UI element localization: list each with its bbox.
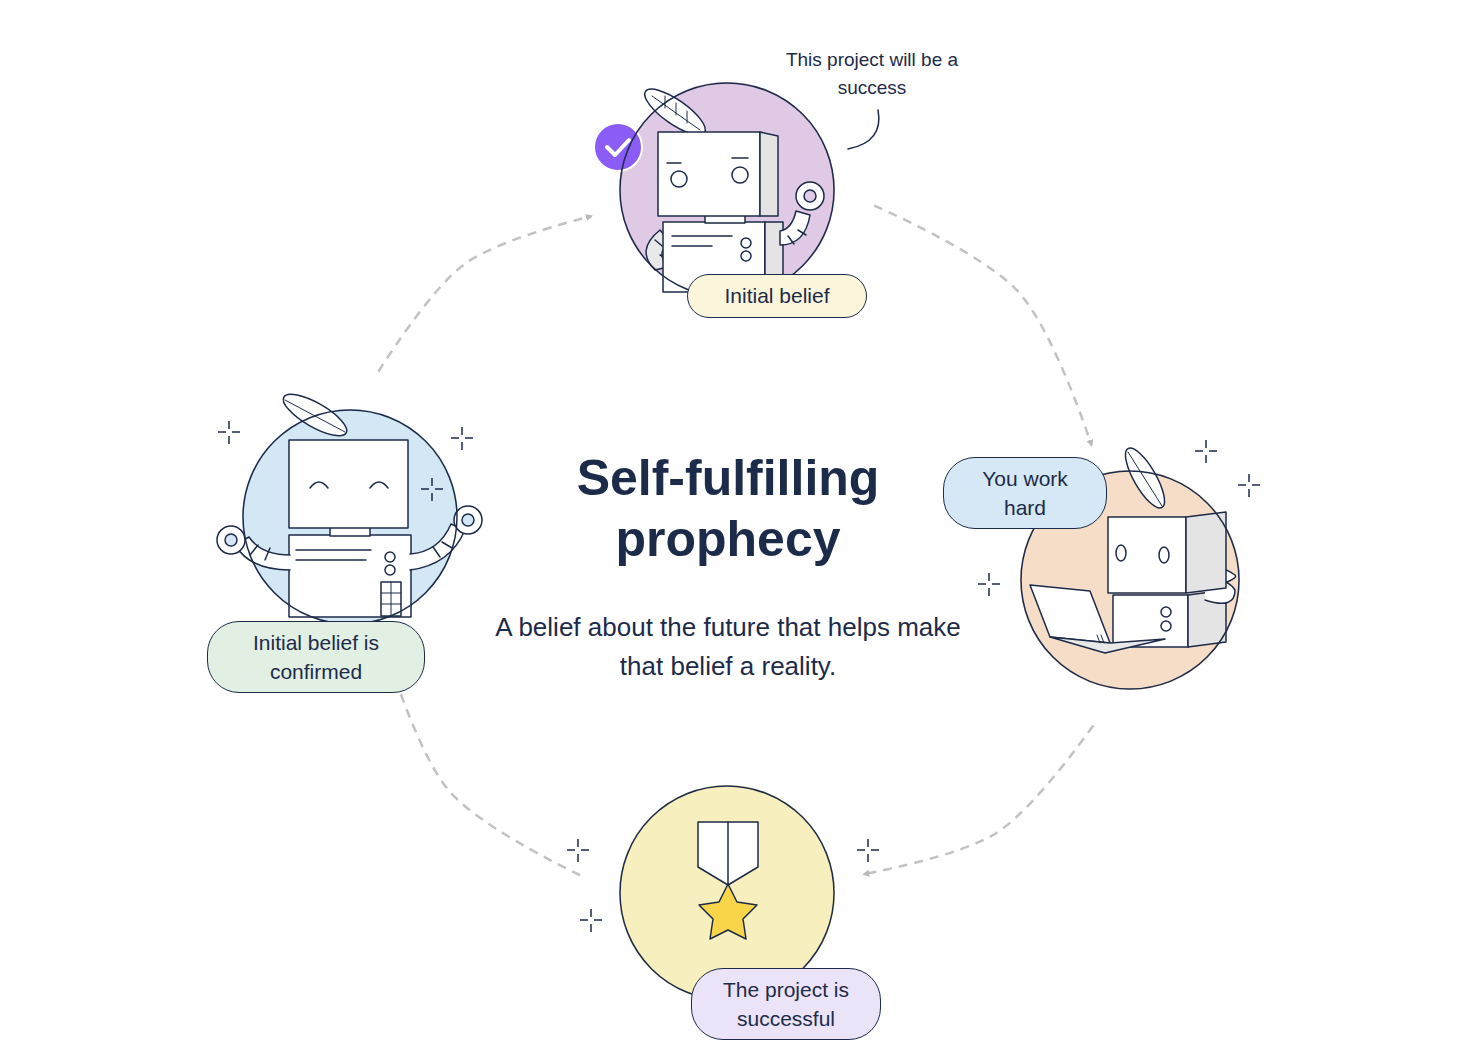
stage-label: The project is successful: [691, 968, 881, 1041]
stage-circle: The project is successful: [619, 785, 835, 1001]
stage-label: You work hard: [943, 457, 1107, 530]
speech-text: This project will be a success: [782, 46, 962, 101]
stage-circle: You work hard: [1020, 470, 1240, 690]
stage-label: Initial belief is confirmed: [207, 621, 425, 694]
stage-circle: Initial belief is confirmed: [242, 409, 458, 625]
circle-ground: [619, 82, 835, 298]
cycle-arrow: [378, 216, 591, 372]
stage-label: Initial belief: [687, 274, 867, 317]
circle-ground: [242, 409, 458, 625]
stage-text: Initial belief: [708, 281, 846, 310]
robot-thinking: [594, 82, 824, 292]
medal: [698, 822, 758, 939]
speech-leader: [848, 110, 879, 149]
cycle-arrow: [874, 206, 1091, 446]
robot-cheering: [217, 387, 482, 617]
circle-outline: [242, 409, 458, 625]
diagram-caption: A belief about the future that helps mak…: [488, 608, 968, 686]
diagram-title: Self-fulfilling prophecy: [508, 448, 948, 570]
stage-circle: Initial belief: [619, 82, 835, 298]
stage-text: You work hard: [964, 464, 1086, 523]
stage-text: Initial belief is confirmed: [228, 628, 404, 687]
cycle-arrow: [864, 725, 1094, 874]
stage-text: The project is successful: [712, 975, 860, 1034]
circle-outline: [619, 82, 835, 298]
